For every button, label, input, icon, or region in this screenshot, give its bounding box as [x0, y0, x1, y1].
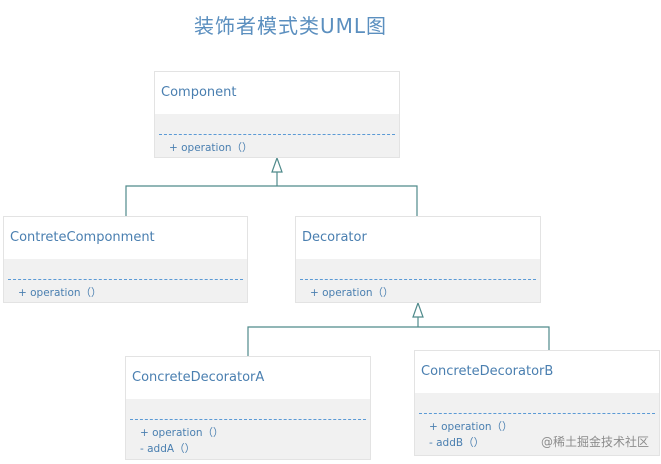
class-concrete-decorator-a[interactable]: ConcreteDecoratorA + operation（） - addA（…: [125, 356, 371, 460]
class-operations-compartment: + operation（）: [4, 259, 247, 302]
operation-list: + operation（）: [169, 140, 253, 156]
generalization-arrow-decorator: [412, 301, 424, 318]
connector-concrete-decorator-a: [247, 326, 418, 356]
connector-contrete-componment: [125, 185, 277, 216]
compartment-separator: [8, 279, 243, 280]
class-contrete-componment[interactable]: ContreteComponment + operation（）: [3, 216, 248, 303]
class-operations-compartment: + operation（）: [296, 259, 540, 302]
class-operations-compartment: + operation（） - addA（）: [126, 399, 370, 459]
class-name: ContreteComponment: [10, 230, 155, 245]
watermark: @稀土掘金技术社区: [540, 435, 649, 449]
operation: - addB（）: [429, 437, 485, 449]
operation-list: + operation（） - addB（）: [429, 419, 513, 451]
generalization-arrow-component: [271, 156, 283, 173]
compartment-separator: [300, 279, 536, 280]
class-concrete-decorator-b[interactable]: ConcreteDecoratorB + operation（） - addB（…: [414, 350, 660, 456]
operation: + operation（）: [429, 421, 513, 433]
operation: - addA（）: [140, 443, 196, 455]
compartment-separator: [419, 413, 655, 414]
diagram-title-text: 装饰者模式类UML图: [193, 14, 388, 38]
connector-concrete-decorator-b: [418, 326, 550, 350]
class-name: ConcreteDecoratorB: [421, 364, 554, 379]
class-operations-compartment: + operation（） - addB（）: [415, 393, 659, 455]
class-name: Decorator: [302, 230, 367, 245]
operation: + operation（）: [169, 142, 253, 154]
diagram-title: 装饰者模式类UML图: [0, 10, 661, 39]
compartment-separator: [130, 419, 366, 420]
class-name: ConcreteDecoratorA: [132, 370, 265, 385]
operation: + operation（）: [310, 287, 394, 299]
operation: + operation（）: [140, 427, 224, 439]
class-component[interactable]: Component + operation（）: [154, 71, 400, 158]
operation-list: + operation（）: [310, 285, 394, 301]
compartment-separator: [159, 134, 395, 135]
connector-decorator: [277, 185, 418, 216]
class-decorator[interactable]: Decorator + operation（）: [295, 216, 541, 303]
class-operations-compartment: + operation（）: [155, 114, 399, 157]
operation: + operation（）: [18, 287, 102, 299]
operation-list: + operation（） - addA（）: [140, 425, 224, 457]
class-name: Component: [161, 85, 237, 100]
operation-list: + operation（）: [18, 285, 102, 301]
